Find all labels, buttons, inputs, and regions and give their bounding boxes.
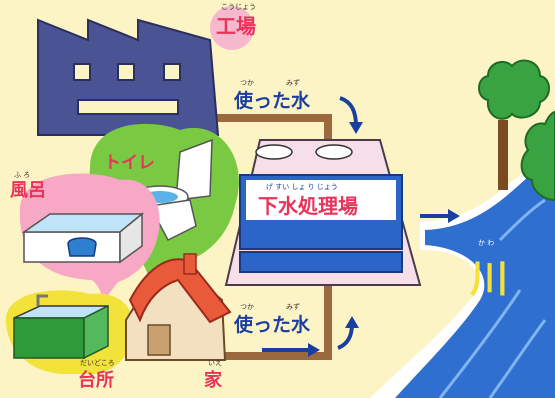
house-label: 家 [204, 370, 222, 391]
kitchen-label: 台所 [78, 370, 114, 391]
house [125, 253, 232, 361]
toilet-base [148, 199, 197, 241]
factory-sign [77, 99, 179, 115]
factory-label-bubble [210, 6, 254, 50]
used-water-bottom-ruby-left: つか [240, 303, 254, 311]
river [370, 150, 555, 398]
arrows [262, 96, 460, 357]
tree-crown [520, 110, 555, 202]
used-water-bottom-label: 使った水 [234, 314, 311, 336]
factory-window [163, 63, 181, 81]
used-water-top-ruby-left: つか [240, 79, 254, 87]
chimney [183, 253, 197, 275]
house-roof [128, 258, 232, 324]
toilet-label: トイレ [104, 153, 155, 173]
used-water-top-label: 使った水 [234, 90, 311, 112]
treatment-plant [224, 139, 422, 286]
factory-ruby: こうじょう [221, 3, 256, 11]
bath-label: 風呂 [10, 180, 46, 201]
kitchen [6, 290, 134, 374]
arrow-river-head [448, 209, 460, 223]
used-water-top-ruby-right: みず [286, 79, 300, 87]
treatment-plant-ruby: げ すい しょ り じょう [266, 183, 338, 191]
factory-label: 工場 [216, 14, 256, 38]
house-ruby: いえ [208, 359, 222, 367]
river-water [395, 158, 555, 398]
house-door [147, 324, 171, 356]
pipe-factory-to-plant [210, 114, 332, 140]
bathtub-side [119, 212, 143, 264]
kitchen-ruby: だいどころ [80, 359, 115, 367]
pipes [210, 114, 332, 360]
toilet [89, 123, 239, 300]
bath-bucket [67, 237, 97, 257]
plant-grid [239, 251, 403, 273]
arrow-bottom-head [345, 316, 359, 328]
tree-trunk [498, 120, 508, 190]
trees [478, 59, 555, 202]
river-ripple [488, 319, 547, 398]
plant-tank-lid [315, 144, 353, 160]
river-ruby: か わ [478, 239, 495, 247]
used-water-bottom-ruby-right: みず [286, 303, 300, 311]
kitchen-cabinet [13, 317, 85, 359]
arrow-house-head [308, 343, 320, 357]
bath-ruby: ふ ろ [14, 171, 31, 179]
river-ripple [498, 198, 546, 242]
toilet-tank [175, 138, 213, 201]
arrow-top-head [349, 122, 363, 134]
kitchen-cabinet-side [83, 304, 109, 360]
factory-window [117, 63, 135, 81]
plant-label-panel [246, 180, 396, 220]
factory [37, 6, 254, 136]
plant-tank-lid [255, 144, 293, 160]
tree-crown [478, 59, 550, 120]
river-label: 川 [470, 257, 509, 301]
bath [19, 173, 160, 300]
faucet [36, 294, 48, 306]
treatment-plant-label: 下水処理場 [258, 194, 358, 218]
river-ripple [438, 289, 522, 398]
factory-window [73, 63, 91, 81]
